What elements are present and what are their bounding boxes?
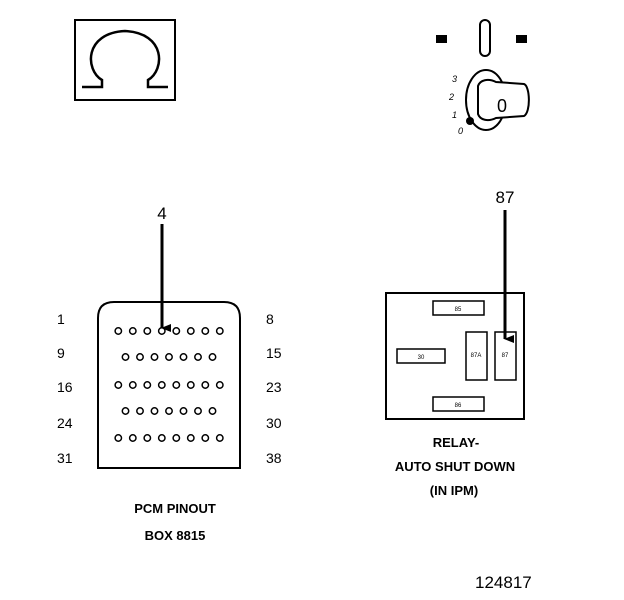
pin-cavity [143,434,152,442]
pin-cavity [186,434,195,442]
pin-cavity [157,434,166,442]
pcm-row-right-2: 15 [266,345,282,361]
pin-cavity [114,327,123,335]
pin-cavity [157,381,166,389]
svg-text:85: 85 [455,307,462,313]
svg-text:30: 30 [418,355,425,361]
pin-cavity [114,434,123,442]
pin-cavity [165,407,173,415]
relay-terminal-30 [396,348,446,364]
pin-cavity [208,407,217,415]
relay-caption-line3: (IN IPM) [430,483,478,498]
pcm-row-right-3: 23 [266,379,282,395]
pin-cavity [121,353,130,361]
relay: 87 85 30 87A 87 86 RELAY- AUTO SHUT DOWN… [385,188,525,498]
pin-cavity [136,353,144,361]
pin-cavity [215,327,224,335]
pin-cavity [128,434,137,442]
pin-cavity [201,327,210,335]
pin-cavity [215,434,224,442]
figure-number: 124817 [475,573,532,592]
pin-cavity [121,407,130,415]
pin-cavity [194,407,202,415]
relay-terminal-87 [494,331,517,381]
relay-terminal-86 [432,396,485,412]
pin-cavity [201,434,210,442]
pin-cavity [143,327,152,335]
pcm-caption-line2: BOX 8815 [145,528,206,543]
pin-cavity [186,381,195,389]
pin-cavity [128,381,137,389]
pin-cavity [194,353,202,361]
pin-cavity [172,381,181,389]
pcm-row-left-5: 31 [57,450,73,466]
pcm-connector-outline [97,301,241,469]
pin-cavity [172,434,181,442]
pin-cavity [179,407,188,415]
pin-cavity [157,327,166,335]
pcm-row-right-1: 8 [266,311,274,327]
pcm-pin-grid [114,327,224,442]
pin-cavity [128,327,137,335]
svg-text:86: 86 [455,403,462,409]
relay-terminal-87a [465,331,488,381]
pin-cavity [136,407,144,415]
relay-outline [385,292,525,420]
pin-cavity [150,353,159,361]
ignition-key-icon: 3 2 1 0 0 [436,19,530,136]
pcm-row-right-4: 30 [266,415,282,431]
pcm-row-left-4: 24 [57,415,73,431]
ohm-icon [74,19,176,101]
pin-cavity [208,353,217,361]
pcm-row-right-5: 38 [266,450,282,466]
pin-cavity [179,353,188,361]
pcm-pointer-label: 4 [157,204,166,223]
ignition-key-label: 0 [497,96,507,116]
pcm-caption-line1: PCM PINOUT [134,501,216,516]
relay-caption-line2: AUTO SHUT DOWN [395,459,515,474]
relay-caption-line1: RELAY- [433,435,479,450]
pin-cavity [172,327,181,335]
ignition-position-3: 3 [452,74,457,84]
pcm-row-left-3: 16 [57,379,73,395]
svg-text:87: 87 [502,353,509,359]
pin-cavity [150,407,159,415]
pin-cavity [165,353,173,361]
pin-cavity [114,381,123,389]
relay-terminal-85 [432,300,485,316]
pcm-row-left-1: 1 [57,311,65,327]
ignition-position-1: 1 [452,110,457,120]
relay-pointer-label: 87 [496,188,515,207]
pcm-row-left-2: 9 [57,345,65,361]
pin-cavity [143,381,152,389]
ignition-position-0: 0 [458,126,463,136]
pin-cavity [201,381,210,389]
pin-cavity [186,327,195,335]
ignition-position-2: 2 [448,92,454,102]
svg-text:87A: 87A [471,353,482,359]
pcm-connector: 4 1 9 16 24 31 8 15 23 30 38 PCM PINOUT … [57,204,282,543]
pin-cavity [215,381,224,389]
